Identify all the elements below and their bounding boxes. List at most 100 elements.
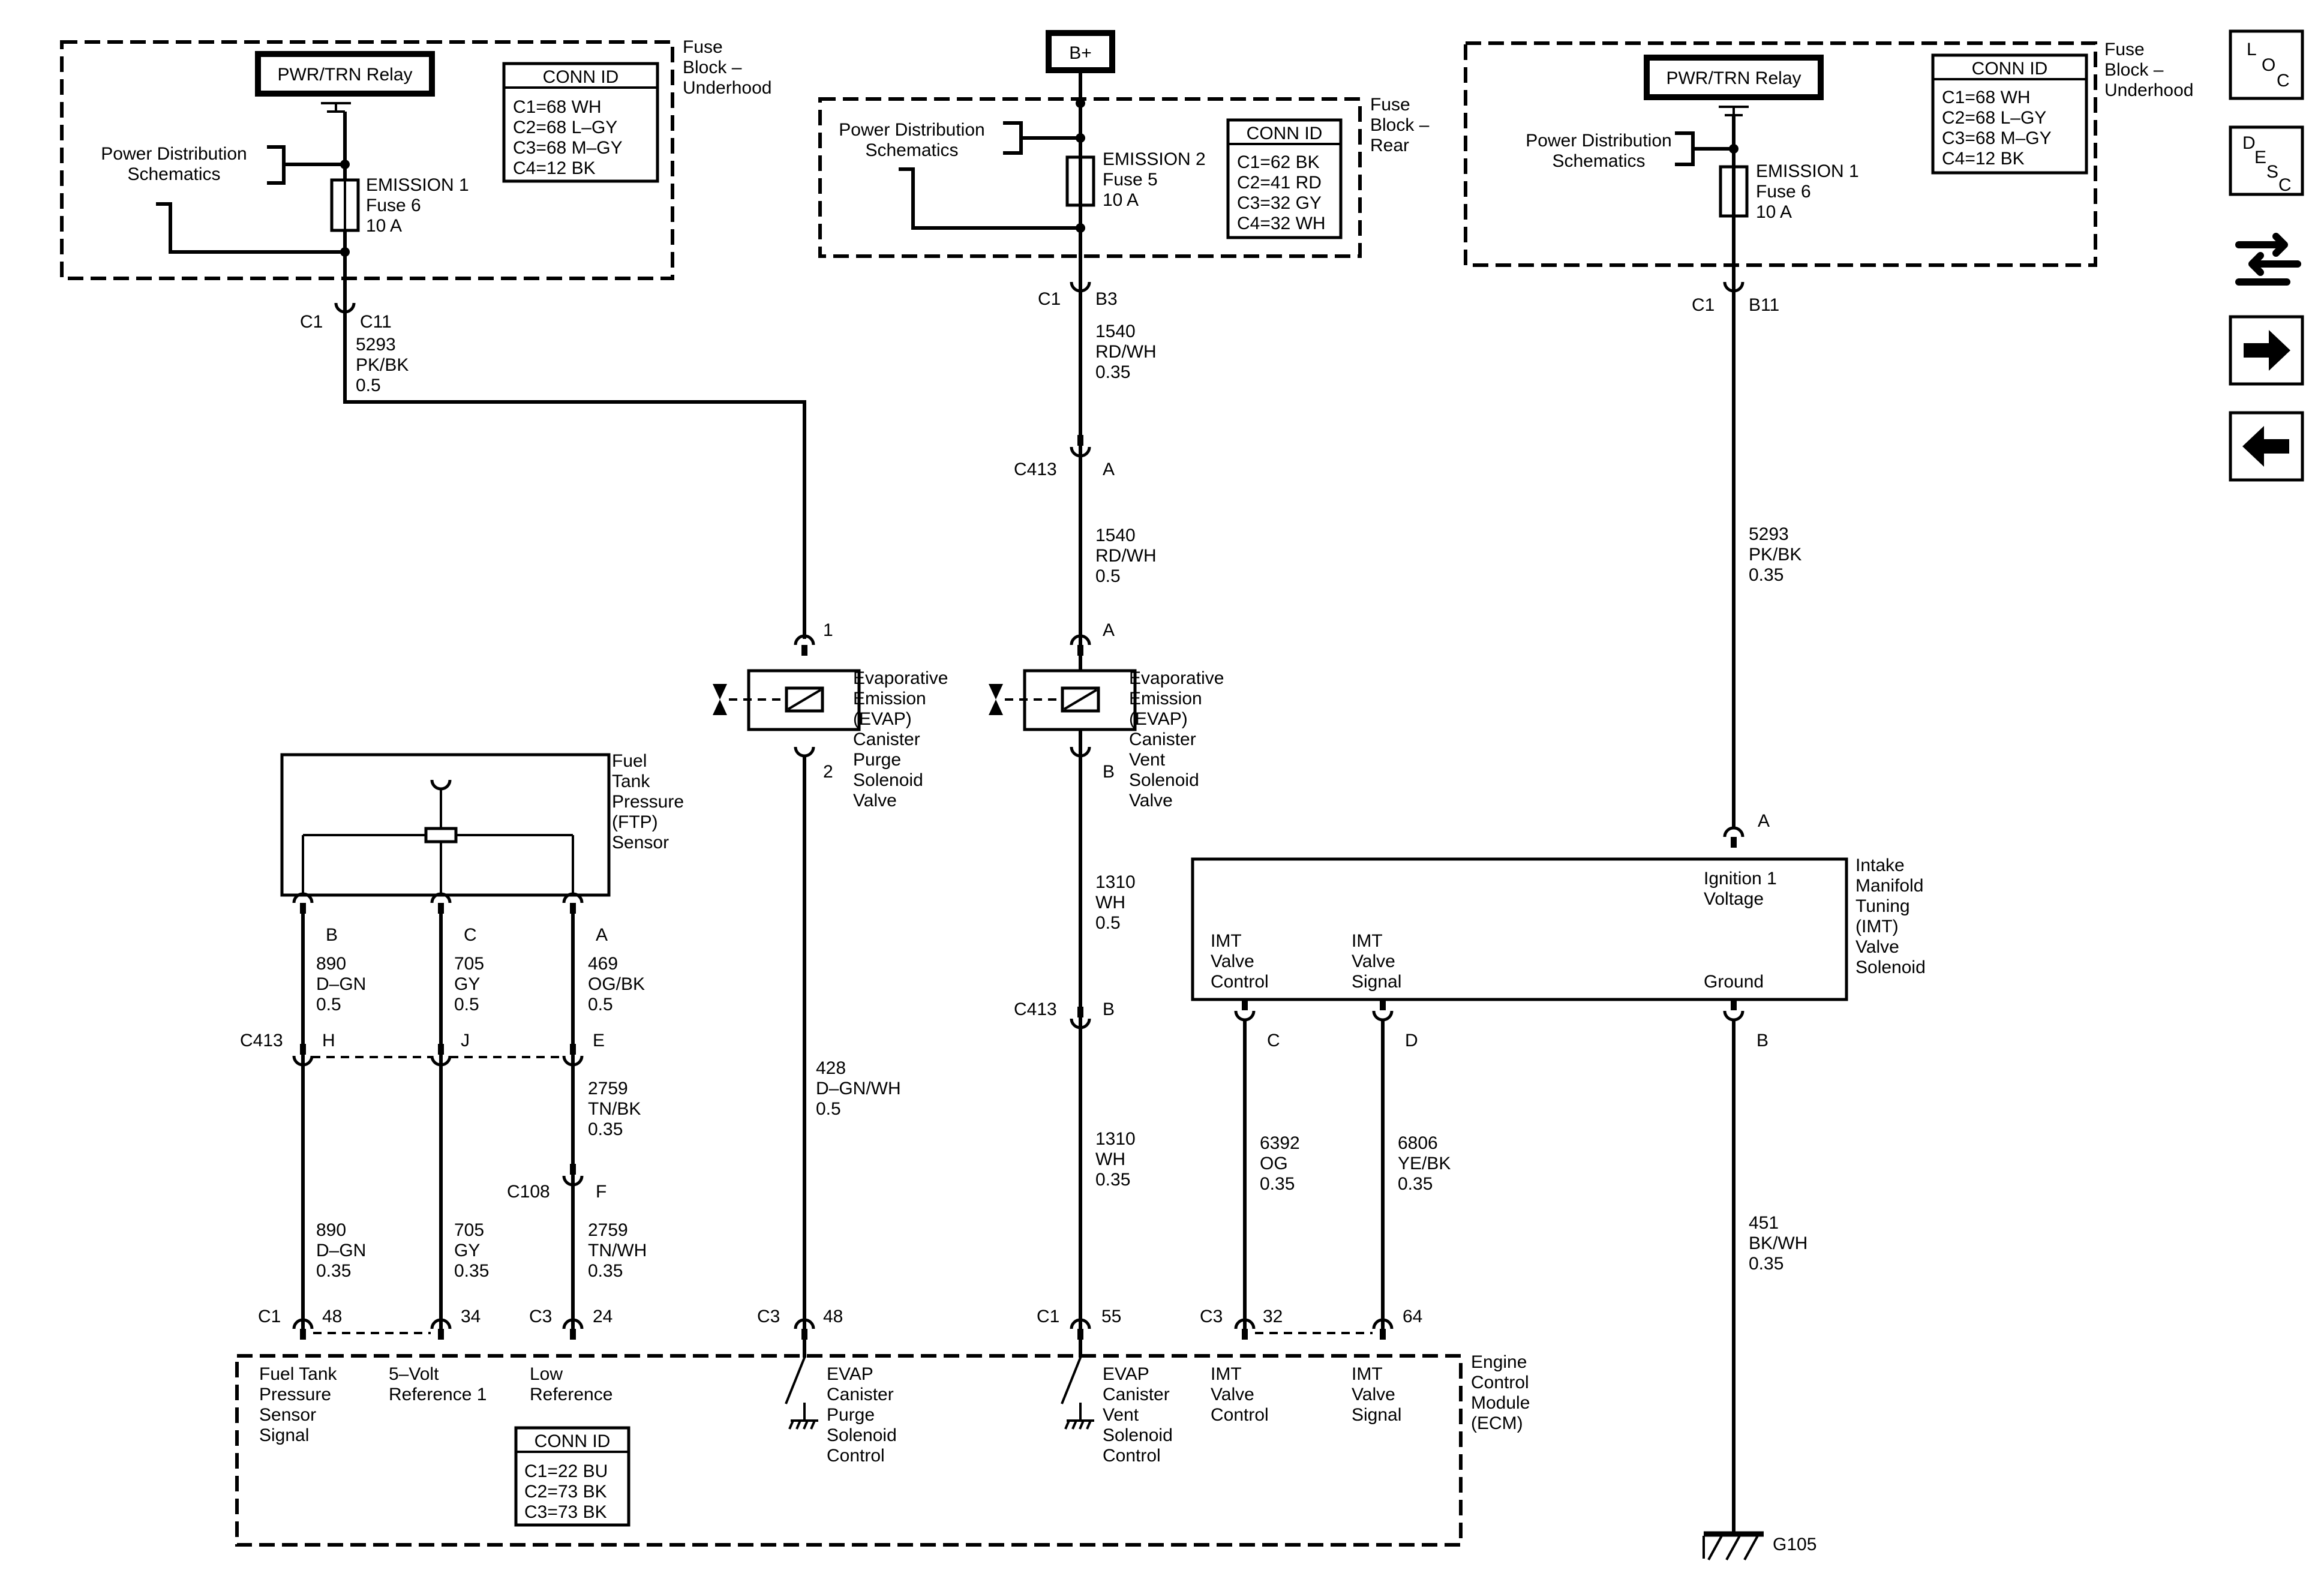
svg-text:CONN ID: CONN ID: [1247, 124, 1323, 143]
svg-text:D: D: [2242, 133, 2256, 153]
svg-text:PWR/TRN Relay: PWR/TRN Relay: [277, 65, 412, 85]
ecm-pin-64: 64: [1403, 1307, 1422, 1326]
vent-pin-top: A: [1103, 620, 1115, 640]
svg-text:S: S: [2266, 162, 2278, 182]
c108-pin: F: [596, 1182, 606, 1202]
ground-g105-label: G105: [1773, 1535, 1816, 1554]
swap-icon[interactable]: [2235, 233, 2301, 286]
fuse-left-pin: C11: [360, 312, 392, 332]
c413-ftp: C413: [240, 1031, 283, 1050]
next-arrow-icon[interactable]: [2229, 315, 2304, 386]
fuse-rear-pin: B3: [1095, 289, 1118, 309]
c413-top-pin: A: [1103, 460, 1115, 479]
svg-text:CONN ID: CONN ID: [535, 1431, 611, 1451]
ftp-pin-b: B: [326, 925, 338, 945]
ftp-pin-c: C: [464, 925, 477, 945]
fuse-emission1-left: [330, 178, 360, 232]
svg-text:B+: B+: [1069, 43, 1092, 63]
ecm-conn-4: C3: [757, 1307, 780, 1326]
ecm-pin-48-b: 48: [823, 1307, 843, 1326]
fuse-right-pin: B11: [1749, 295, 1779, 315]
imt-pin-d: D: [1405, 1031, 1418, 1050]
imt-pin-c: C: [1267, 1031, 1280, 1050]
desc-button[interactable]: D E S C: [2229, 125, 2304, 196]
imt-pin-a: A: [1758, 811, 1770, 831]
svg-text:CONN ID: CONN ID: [1972, 59, 2048, 79]
c413-pin-j: J: [461, 1031, 470, 1050]
svg-text:C: C: [2278, 175, 2292, 195]
c413-pin-h: H: [322, 1031, 335, 1050]
vent-pin-bottom: B: [1103, 762, 1115, 782]
loc-button[interactable]: L O C: [2229, 29, 2304, 100]
ftp-pin-a: A: [596, 925, 608, 945]
back-arrow-icon[interactable]: [2229, 411, 2304, 482]
ground-g105: G105: [1703, 1531, 1816, 1560]
ecm-conn-6: C3: [1200, 1307, 1223, 1326]
fuse-left-connector: C1: [300, 312, 323, 332]
ecm-conn-3: C3: [529, 1307, 552, 1326]
svg-text:L: L: [2247, 40, 2257, 59]
svg-text:C: C: [2277, 71, 2290, 91]
c413-pin-e: E: [593, 1031, 605, 1050]
ecm-conn-1: C1: [258, 1307, 281, 1326]
imt-gnd-label: Ground: [1704, 972, 1764, 992]
svg-text:CONN ID: CONN ID: [543, 67, 619, 87]
svg-text:PWR/TRN Relay: PWR/TRN Relay: [1666, 68, 1801, 88]
c413-top: C413: [1014, 460, 1057, 479]
ecm-pin-32: 32: [1263, 1307, 1283, 1326]
pwr-trn-relay-left: PWR/TRN Relay: [255, 51, 435, 97]
fuse-right-connector: C1: [1692, 295, 1715, 315]
c108: C108: [507, 1182, 550, 1202]
c413-vent-pin: B: [1103, 999, 1115, 1019]
fuse-rear-connector: C1: [1038, 289, 1061, 309]
svg-text:E: E: [2254, 148, 2266, 167]
purge-pin-bottom: 2: [823, 762, 833, 782]
